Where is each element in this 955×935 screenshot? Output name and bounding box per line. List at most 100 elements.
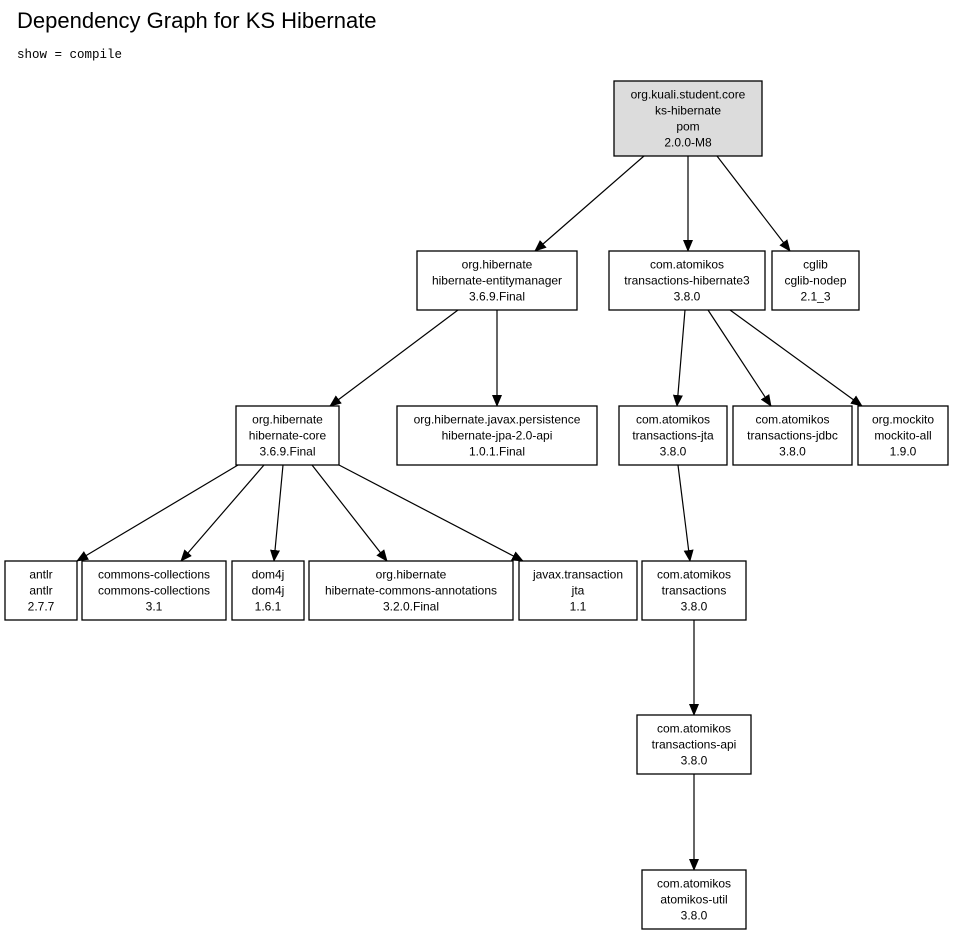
node-cglib-nodep[interactable]: cglib cglib-nodep 2.1_3	[771, 250, 860, 311]
node-hibernate-core[interactable]: org.hibernate hibernate-core 3.6.9.Final	[235, 405, 340, 466]
edge-arrow	[338, 464, 524, 562]
node-version-label: 3.6.9.Final	[259, 445, 315, 459]
node-transactions-hibernate3[interactable]: com.atomikos transactions-hibernate3 3.8.0	[608, 250, 766, 311]
edge-ks-hibernate-to-cglib-nodep	[716, 155, 791, 252]
edges-layer	[76, 155, 863, 871]
node-group-label: org.hibernate.javax.persistence	[414, 413, 581, 427]
edge-arrow	[270, 464, 284, 562]
node-version-label: 3.8.0	[681, 600, 708, 614]
node-box	[608, 250, 766, 311]
node-version-label: 1.6.1	[255, 600, 282, 614]
node-box	[518, 560, 638, 621]
node-transactions-api[interactable]: com.atomikos transactions-api 3.8.0	[636, 714, 752, 775]
node-hibernate-entitymanager[interactable]: org.hibernate hibernate-entitymanager 3.6.…	[416, 250, 578, 311]
node-group-label: com.atomikos	[657, 568, 731, 582]
node-group-label: com.atomikos	[636, 413, 710, 427]
node-commons-collections[interactable]: commons-collectionscommons-collections3.…	[81, 560, 227, 621]
node-artifact-label: hibernate-core	[249, 429, 327, 443]
edge-hibernate-core-to-dom4j	[270, 464, 284, 562]
node-group-label: antlr	[29, 568, 52, 582]
node-version-label: 3.1	[146, 600, 163, 614]
node-artifact-label: cglib-nodep	[784, 274, 846, 288]
node-version-label: 3.2.0.Final	[383, 600, 439, 614]
node-group-label: com.atomikos	[657, 877, 731, 891]
node-box	[416, 250, 578, 311]
node-group-label: org.mockito	[872, 413, 934, 427]
edge-hibernate-core-to-jta	[338, 464, 524, 562]
edge-arrow	[677, 464, 694, 562]
node-box	[641, 869, 747, 930]
node-version-label: 3.8.0	[681, 754, 708, 768]
node-transactions[interactable]: com.atomikos transactions 3.8.0	[641, 560, 747, 621]
node-box	[771, 250, 860, 311]
node-artifact-label: ks-hibernate	[655, 104, 721, 118]
edge-arrow	[311, 464, 388, 562]
node-group-label: cglib	[803, 258, 828, 272]
node-group-label: com.atomikos	[755, 413, 829, 427]
node-box	[231, 560, 305, 621]
node-group-label: org.hibernate	[462, 258, 533, 272]
node-hibernate-commons-annotations[interactable]: org.hibernate hibernate-commons-annotatio…	[308, 560, 514, 621]
node-version-label: 3.8.0	[674, 290, 701, 304]
edge-arrow	[707, 309, 772, 407]
node-artifact-label: transactions-jta	[632, 429, 714, 443]
node-version-label: 1.9.0	[890, 445, 917, 459]
node-artifact-label: transactions	[662, 584, 727, 598]
node-box	[618, 405, 728, 466]
edge-arrow	[76, 464, 239, 562]
edge-transactions-hibernate3-to-transactions-jta	[672, 309, 686, 407]
node-group-label: com.atomikos	[657, 722, 731, 736]
edge-transactions-hibernate3-to-mockito-all	[729, 309, 863, 407]
node-box	[641, 560, 747, 621]
page-title: Dependency Graph for KS Hibernate	[17, 8, 377, 33]
node-packaging-label: pom	[676, 120, 699, 134]
node-dom4j[interactable]: dom4j dom4j 1.6.1	[231, 560, 305, 621]
edge-hibernate-core-to-commons-collections	[180, 464, 265, 562]
edge-transactions-hibernate3-to-transactions-jdbc	[707, 309, 772, 407]
node-version-label: 1.1	[570, 600, 587, 614]
node-mockito-all[interactable]: org.mockito mockito-all 1.9.0	[857, 405, 949, 466]
node-version-label: 3.8.0	[681, 909, 708, 923]
node-antlr[interactable]: antlr antlr 2.7.7	[4, 560, 78, 621]
edge-arrow	[534, 155, 645, 252]
node-ks-hibernate[interactable]: org.kuali.student.core ks-hibernate pom 2.0…	[613, 80, 763, 157]
node-group-label: com.atomikos	[650, 258, 724, 272]
node-group-label: org.hibernate	[376, 568, 447, 582]
node-version-label: 1.0.1.Final	[469, 445, 525, 459]
node-version-label: 3.6.9.Final	[469, 290, 525, 304]
node-version-label: 2.0.0-M8	[664, 136, 712, 150]
node-artifact-label: mockito-all	[874, 429, 931, 443]
node-artifact-label: hibernate-commons-annotations	[325, 584, 497, 598]
node-version-label: 2.1_3	[800, 290, 830, 304]
edge-transactions-jta-to-transactions	[677, 464, 694, 562]
node-artifact-label: commons-collections	[98, 584, 210, 598]
edge-hibernate-core-to-hibernate-commons-annotations	[311, 464, 388, 562]
node-artifact-label: transactions-hibernate3	[624, 274, 750, 288]
edge-hibernate-core-to-antlr	[76, 464, 239, 562]
node-box	[636, 714, 752, 775]
node-group-label: org.kuali.student.core	[631, 88, 746, 102]
node-group-label: dom4j	[252, 568, 285, 582]
node-hibernate-jpa[interactable]: org.hibernate.javax.persistence hibernate…	[396, 405, 598, 466]
node-artifact-label: transactions-api	[652, 738, 737, 752]
node-artifact-label: hibernate-jpa-2.0-api	[442, 429, 553, 443]
scope-filter-label: show = compile	[17, 48, 123, 62]
node-group-label: javax.transaction	[532, 568, 623, 582]
node-group-label: org.hibernate	[252, 413, 323, 427]
node-box	[308, 560, 514, 621]
node-artifact-label: dom4j	[252, 584, 285, 598]
node-artifact-label: atomikos-util	[660, 893, 727, 907]
node-box	[613, 80, 763, 157]
node-artifact-label: transactions-jdbc	[747, 429, 838, 443]
node-artifact-label: hibernate-entitymanager	[432, 274, 562, 288]
node-version-label: 2.7.7	[28, 600, 55, 614]
node-atomikos-util[interactable]: com.atomikos atomikos-util 3.8.0	[641, 869, 747, 930]
nodes-layer: org.kuali.student.core ks-hibernate pom 2.0…	[4, 80, 949, 930]
node-box	[732, 405, 853, 466]
node-box	[4, 560, 78, 621]
edge-arrow	[329, 309, 459, 407]
node-artifact-label: antlr	[29, 584, 52, 598]
